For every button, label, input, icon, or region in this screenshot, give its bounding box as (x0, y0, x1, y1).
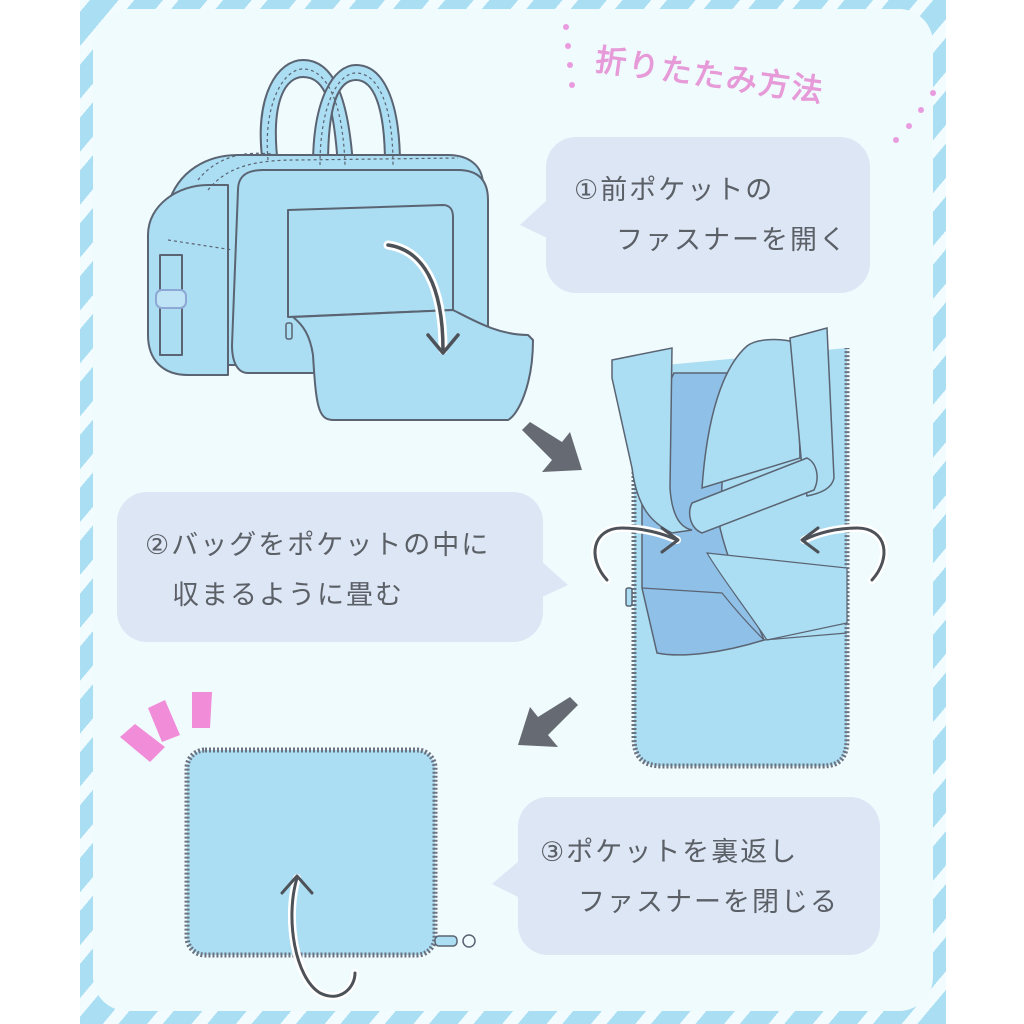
step-3-bubble-tail (492, 860, 520, 898)
step-1-bubble-tail (520, 200, 547, 238)
step-arrow-2-to-3 (518, 697, 578, 747)
folded-bag-illustration (591, 327, 888, 769)
bag-illustration (147, 59, 534, 421)
step-3-line-1: ③ポケットを裏返し (540, 837, 799, 868)
step-2-bubble-tail (540, 560, 568, 598)
step-1-line-2: ファスナーを開く (616, 225, 848, 256)
fold-right-arrow (802, 526, 886, 582)
step-2-line-2: 収まるように畳む (172, 580, 404, 611)
closed-pouch-illustration (184, 747, 476, 1001)
step-1-bubble: ①前ポケットの ファスナーを開く (546, 137, 870, 293)
step-arrow-1-to-2 (522, 422, 582, 472)
fold-left-arrow (593, 526, 679, 582)
step-3-line-2: ファスナーを閉じる (578, 887, 839, 918)
step-1-line-1: ①前ポケットの (574, 175, 775, 206)
step-2-bubble: ②バッグをポケットの中に 収まるように畳む (117, 492, 543, 642)
step-3-bubble: ③ポケットを裏返し ファスナーを閉じる (518, 797, 880, 955)
turn-over-arrow (290, 876, 357, 998)
step-2-line-1: ②バッグをポケットの中に (145, 530, 491, 561)
